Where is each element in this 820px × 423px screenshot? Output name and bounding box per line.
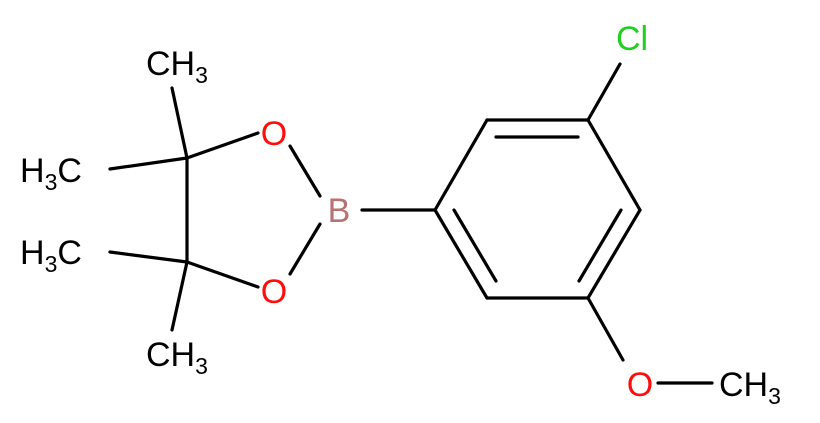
dioxaborolane-ring	[185, 131, 322, 289]
bond-o-c-top	[185, 131, 260, 160]
bond-methyl-lower-left	[108, 250, 189, 264]
bond-methyl-upper-left	[108, 156, 189, 171]
bond-b-o-bottom	[288, 222, 322, 276]
group-ch3-bottom-label: CH3	[146, 336, 208, 379]
bond-methyl-bottom	[170, 260, 189, 332]
atom-o-bottom-label: O	[261, 273, 287, 311]
bond-ring-3	[586, 118, 642, 212]
atom-o-top-label: O	[261, 115, 287, 153]
bond-c-cl	[586, 62, 622, 122]
bond-ring-inner-left	[452, 208, 498, 283]
group-ch3-methoxy-label: CH3	[719, 366, 781, 409]
bond-ring-1	[433, 118, 489, 212]
bond-c-o-methoxy	[586, 296, 625, 362]
bond-o-c-bottom	[185, 260, 260, 289]
benzene-ring	[433, 118, 642, 300]
bond-ring-4	[586, 208, 642, 300]
bond-ring-6	[433, 208, 489, 300]
atom-b-label: B	[328, 192, 351, 230]
atom-cl-label: Cl	[616, 20, 648, 58]
group-h3c-lower-left-label: H3C	[20, 234, 82, 277]
bond-b-o-top	[288, 144, 322, 198]
atom-o-methoxy-label: O	[627, 366, 653, 404]
group-ch3-top-right-label: CH3	[146, 45, 208, 88]
group-h3c-upper-left-label: H3C	[20, 152, 82, 195]
bond-methyl-top-right	[170, 86, 189, 160]
bond-ring-inner-right	[577, 208, 623, 283]
